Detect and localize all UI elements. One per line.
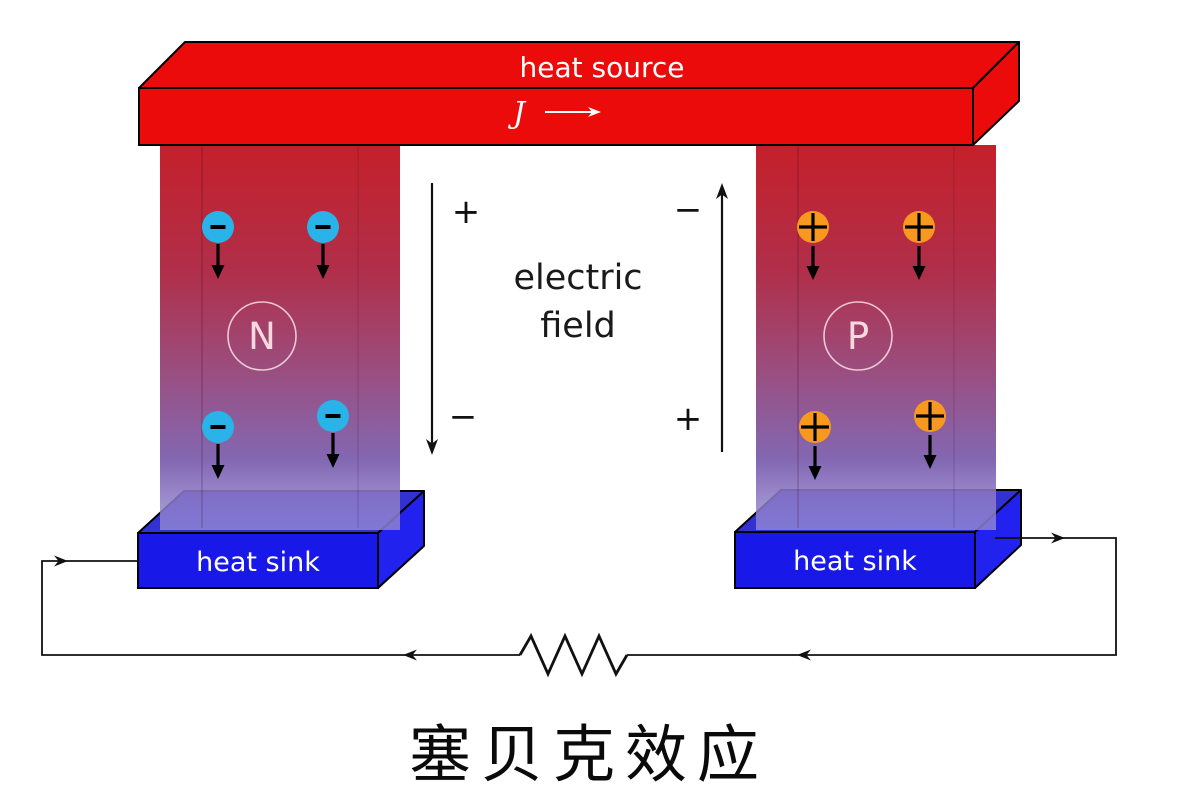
- down-arrow-head-icon: [326, 454, 340, 468]
- hole-particle: [914, 400, 946, 469]
- field-right-bottom-sign: +: [674, 399, 703, 439]
- heat-source-label: heat source: [520, 51, 685, 84]
- arrow-left-icon: [403, 649, 417, 661]
- resistor-icon: [518, 632, 629, 678]
- hole-particle: [903, 211, 935, 280]
- arrow-right-icon: [1051, 532, 1065, 544]
- heat-source-front-face: [138, 87, 974, 146]
- p-leg-body: [756, 145, 996, 530]
- down-arrow-head-icon: [923, 455, 937, 469]
- minus-sign-icon: [315, 225, 331, 229]
- down-arrow-head-icon: [211, 265, 225, 279]
- plus-sign-icon: [916, 402, 944, 430]
- plus-sign-icon: [801, 413, 829, 441]
- hole-particle: [799, 411, 831, 480]
- field-arrow-down-head-icon: [426, 439, 438, 455]
- electron-particle: [202, 411, 234, 479]
- n-symbol-badge: [227, 301, 297, 371]
- heat-sink-right-front-face: [734, 531, 976, 589]
- current-direction-arrows: [54, 532, 1065, 661]
- electron-particle: [202, 211, 234, 279]
- heat-sink-left-front-face: [137, 532, 379, 589]
- electric-field-annotation: + − − + electric field: [426, 183, 728, 455]
- p-symbol-label: P: [847, 315, 869, 358]
- electron-particle: [307, 211, 339, 279]
- p-leg-holes: [797, 211, 946, 480]
- diagram-title: 塞贝克效应: [409, 718, 769, 791]
- plus-sign-icon: [905, 213, 933, 241]
- n-leg: N: [160, 145, 400, 530]
- electric-field-label-line2: field: [540, 306, 616, 346]
- electron-particle: [317, 400, 349, 468]
- field-right-top-sign: −: [674, 190, 703, 230]
- hole-particle: [797, 211, 829, 280]
- heat-sink-left-label: heat sink: [196, 547, 320, 578]
- heat-source-bar: heat source J: [138, 41, 1020, 146]
- down-arrow-head-icon: [806, 266, 820, 280]
- down-arrow-head-icon: [211, 465, 225, 479]
- wire-left-loop: [41, 560, 520, 656]
- current-arrow-head-icon: [588, 107, 601, 117]
- minus-sign-icon: [210, 225, 226, 229]
- down-arrow-head-icon: [912, 266, 926, 280]
- n-leg-electrons: [202, 211, 349, 479]
- heat-sink-right-label: heat sink: [793, 546, 917, 577]
- electric-field-label-line1: electric: [513, 258, 642, 298]
- plus-sign-icon: [799, 213, 827, 241]
- down-arrow-head-icon: [316, 265, 330, 279]
- n-leg-body: [160, 145, 400, 530]
- arrow-left-icon: [797, 649, 811, 661]
- field-left-bottom-sign: −: [449, 397, 478, 437]
- arrow-right-icon: [54, 555, 68, 567]
- p-symbol-badge: [823, 301, 893, 371]
- n-symbol-label: N: [248, 315, 276, 358]
- field-left-top-sign: +: [452, 192, 481, 232]
- p-leg: P: [756, 145, 996, 530]
- field-arrow-up-head-icon: [716, 183, 728, 199]
- down-arrow-head-icon: [808, 466, 822, 480]
- minus-sign-icon: [210, 425, 226, 429]
- minus-sign-icon: [325, 414, 341, 418]
